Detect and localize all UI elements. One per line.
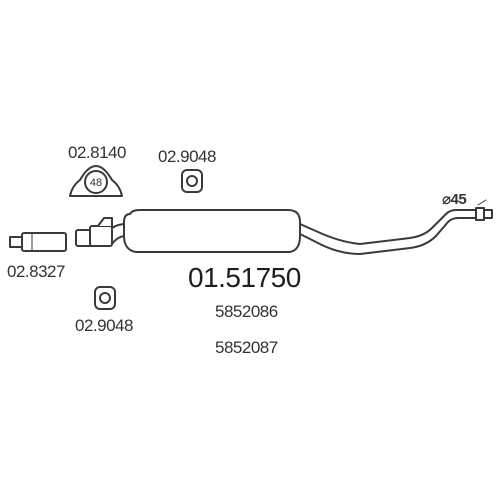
clamp-bottom-part	[94, 286, 116, 310]
muffler-part-number: 01.51750	[188, 262, 301, 293]
oem-reference-1: 5852086	[215, 302, 278, 321]
hanger-size-mark: 48	[90, 177, 102, 189]
outlet-diameter-label: ⌀45	[442, 191, 467, 208]
hanger-part-number: 02.8140	[68, 143, 126, 162]
front-pipe-part-number: 02.8327	[7, 262, 65, 281]
clamp-bottom-part-number: 02.9048	[75, 316, 133, 335]
oem-reference-2: 5852087	[215, 338, 278, 357]
clamp-top-part	[181, 169, 203, 193]
clamp-top-part-number: 02.9048	[158, 147, 216, 166]
front-pipe-part	[9, 232, 67, 252]
muffler-part	[75, 207, 493, 255]
rubber-hanger-part: 48	[69, 165, 123, 197]
